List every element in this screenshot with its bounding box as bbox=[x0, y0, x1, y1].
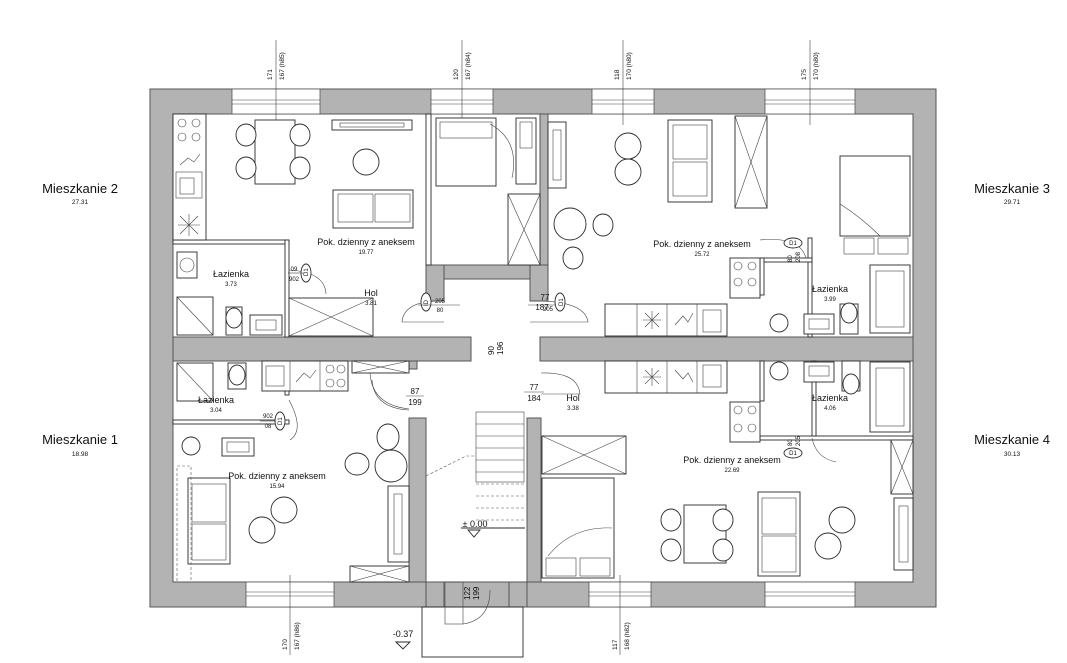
door-m3entry-a: 77 bbox=[541, 293, 550, 302]
door-m3entry-c: 205 bbox=[543, 307, 554, 313]
windows bbox=[231, 40, 856, 655]
door-labels: 09 902 D1 ID 205 80 77 187 205 D1 D1 80 … bbox=[263, 241, 802, 600]
doors bbox=[260, 237, 803, 459]
apartment-2-name: Mieszkanie 2 bbox=[42, 181, 118, 196]
door-m2entry-a: 205 bbox=[435, 299, 446, 305]
door-m2bath-tag: D1 bbox=[304, 268, 310, 276]
room-m2-bath-area: 3.73 bbox=[225, 282, 237, 288]
staircase bbox=[394, 411, 525, 658]
room-m4-living-area: 22.69 bbox=[724, 468, 740, 474]
window-bot2-b: 168 (h82) bbox=[624, 622, 631, 650]
door-m3entry-b: 187 bbox=[535, 303, 549, 312]
room-m1-living-name: Pok. dzienny z aneksem bbox=[228, 471, 326, 481]
room-m2-living-name: Pok. dzienny z aneksem bbox=[317, 237, 415, 247]
room-m1-bath-area: 3.04 bbox=[210, 408, 222, 414]
door-m4bath-a: 80 bbox=[788, 439, 794, 446]
room-m2-bath-name: Łazienka bbox=[213, 269, 249, 279]
window-top3-a: 118 bbox=[614, 69, 621, 80]
door-m3entry-tag: D1 bbox=[559, 298, 565, 306]
window-bot1-a: 170 bbox=[282, 639, 289, 650]
m3-furniture bbox=[547, 115, 911, 337]
apartment-3-name: Mieszkanie 3 bbox=[974, 181, 1050, 196]
apartment-3-area: 29.71 bbox=[1004, 199, 1021, 206]
room-m3-living-area: 25.72 bbox=[694, 252, 710, 258]
window-bot2-a: 117 bbox=[612, 639, 619, 650]
apartment-labels: Mieszkanie 2 27.31 Mieszkanie 3 29.71 Mi… bbox=[42, 181, 1050, 458]
window-top3-b: 170 (h80) bbox=[626, 52, 633, 80]
outer-walls bbox=[149, 88, 937, 608]
door-m1bath-b: 08 bbox=[265, 424, 272, 430]
room-m1-living-area: 15.94 bbox=[269, 484, 285, 490]
door-m4bath-tag: D1 bbox=[789, 451, 797, 457]
apartment-4-name: Mieszkanie 4 bbox=[974, 432, 1050, 447]
door-stair-b: 196 bbox=[496, 341, 505, 355]
apartment-1-name: Mieszkanie 1 bbox=[42, 432, 118, 447]
hob-icon bbox=[177, 118, 201, 142]
door-m3bath-b: 208 bbox=[796, 251, 802, 262]
level-outside: -0.37 bbox=[393, 629, 414, 639]
level-floor: ± 0.00 bbox=[463, 519, 488, 529]
door-m1entry-b: 199 bbox=[408, 398, 422, 407]
m4-furniture bbox=[541, 360, 914, 579]
room-m4-hall-area: 3.38 bbox=[567, 406, 579, 412]
door-m2bath-a: 09 bbox=[291, 267, 298, 273]
door-m3bath-tag: D1 bbox=[789, 241, 797, 247]
room-m3-bath-area: 3.99 bbox=[824, 297, 836, 303]
door-m1bath-a: 902 bbox=[263, 414, 274, 420]
window-top2-a: 120 bbox=[453, 69, 460, 80]
room-m3-bath-name: Łazienka bbox=[812, 284, 848, 294]
door-main-b: 199 bbox=[472, 586, 481, 600]
apartment-1-area: 18.98 bbox=[72, 451, 89, 458]
room-m4-living-name: Pok. dzienny z aneksem bbox=[683, 455, 781, 465]
apartment-4-area: 30.13 bbox=[1004, 451, 1021, 458]
door-m1bath-tag: D1 bbox=[278, 417, 284, 425]
room-m4-bath-name: Łazienka bbox=[812, 393, 848, 403]
room-labels: Pok. dzienny z aneksem 19.77 Łazienka 3.… bbox=[198, 237, 848, 490]
room-m2-hall-name: Hol bbox=[364, 288, 378, 298]
door-m2entry-b: 80 bbox=[437, 308, 444, 314]
door-m3bath-a: 80 bbox=[788, 255, 794, 262]
door-m2entry-tag: ID bbox=[424, 299, 430, 306]
door-m4entry-b: 184 bbox=[527, 394, 541, 403]
level-labels: ± 0.00 -0.37 bbox=[393, 519, 488, 639]
room-m2-hall-area: 3.81 bbox=[365, 301, 377, 307]
m2-furniture bbox=[172, 113, 541, 337]
window-top4-b: 170 (h80) bbox=[813, 52, 820, 80]
window-top4-a: 175 bbox=[801, 69, 808, 80]
window-top1-a: 171 bbox=[267, 69, 274, 80]
room-m2-living-area: 19.77 bbox=[358, 250, 374, 256]
room-m4-hall-name: Hol bbox=[566, 393, 580, 403]
window-bot1-b: 167 (h86) bbox=[294, 622, 301, 650]
door-stair-a: 90 bbox=[487, 346, 496, 355]
apartment-2-area: 27.31 bbox=[72, 199, 89, 206]
window-top1-b: 167 (h85) bbox=[279, 52, 286, 80]
room-m1-bath-name: Łazienka bbox=[198, 395, 234, 405]
room-m4-bath-area: 4.06 bbox=[824, 406, 836, 412]
door-main-a: 122 bbox=[463, 586, 472, 600]
door-m1entry-a: 87 bbox=[411, 387, 420, 396]
room-m3-living-name: Pok. dzienny z aneksem bbox=[653, 239, 751, 249]
window-labels: 171 167 (h85) 120 167 (h84) 118 170 (h80… bbox=[267, 52, 820, 650]
door-m4entry-a: 77 bbox=[530, 383, 539, 392]
window-top2-b: 167 (h84) bbox=[465, 52, 472, 80]
m1-furniture bbox=[176, 360, 410, 583]
door-m2bath-b: 902 bbox=[289, 277, 300, 283]
door-m4bath-b: 205 bbox=[796, 435, 802, 446]
